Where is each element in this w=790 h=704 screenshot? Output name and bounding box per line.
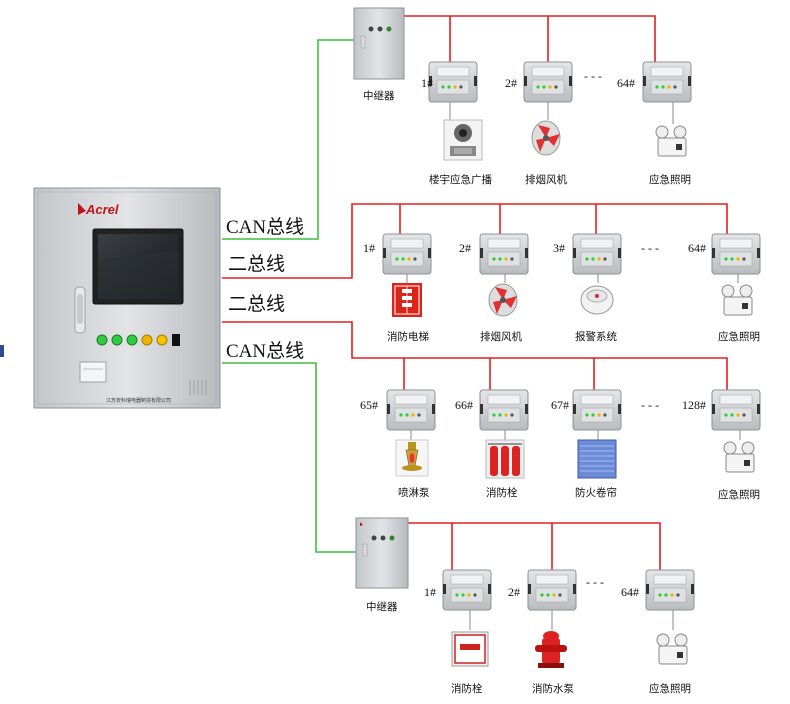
- module-number: 1#: [424, 585, 436, 599]
- device-label: 排烟风机: [525, 173, 567, 186]
- module-number: 64#: [617, 76, 635, 90]
- row-4: 1# 消防栓 2# 消防水泵 - - -: [424, 569, 695, 695]
- io-module: [711, 233, 761, 275]
- repeater-bottom: 中继器: [355, 517, 409, 613]
- emergency-light-icon: [721, 284, 753, 316]
- can-bus-line-top: [222, 39, 356, 240]
- io-module: [711, 389, 761, 431]
- io-module: [442, 569, 492, 611]
- device-label: 消防水泵: [532, 682, 574, 695]
- row-2: 1# 消防电梯 2# 排烟风机 3#: [363, 233, 761, 343]
- repeater-top-label: 中继器: [363, 89, 395, 102]
- two-wire-bus-label-2: 二总线: [228, 293, 285, 315]
- io-module: [479, 233, 529, 275]
- device-label: 防火卷帘: [575, 486, 617, 499]
- fire-extinguishers-icon: [485, 439, 525, 479]
- fire-elevator-icon: [392, 283, 422, 317]
- module-number: 67#: [551, 398, 569, 412]
- broadcast-speaker-icon: [443, 119, 483, 161]
- indicator-light-icon: [96, 334, 108, 346]
- device-label: 排烟风机: [480, 330, 522, 343]
- indicator-light-icon: [141, 334, 153, 346]
- smoke-fan-icon: [531, 120, 561, 156]
- module-number: 2#: [505, 76, 517, 90]
- ellipsis: - - -: [584, 69, 602, 83]
- device-label: 应急照明: [649, 682, 691, 695]
- ellipsis: - - -: [586, 575, 604, 589]
- smoke-detector-icon: [580, 285, 614, 315]
- module-number: 64#: [621, 585, 639, 599]
- fire-hydrant-icon: [535, 631, 567, 668]
- can-bus-label-bottom: CAN总线: [226, 340, 304, 362]
- io-module: [572, 233, 622, 275]
- io-module: [382, 233, 432, 275]
- device-label: 楼宇应急广播: [429, 173, 492, 186]
- indicator-light-icon: [156, 334, 168, 346]
- ellipsis: - - -: [641, 398, 659, 412]
- sprinkler-icon: [395, 439, 429, 477]
- io-module: [572, 389, 622, 431]
- two-wire-bus-line-2: [222, 321, 728, 390]
- device-label: 喷淋泵: [398, 486, 430, 499]
- io-module: [642, 61, 692, 103]
- hydrant-box-icon: [451, 631, 489, 667]
- module-number: 128#: [682, 398, 706, 412]
- repeater-top-bus-line: [404, 15, 656, 62]
- two-wire-bus-line-1: [222, 203, 728, 279]
- io-module: [386, 389, 436, 431]
- smoke-fan-icon: [488, 283, 518, 317]
- device-label: 应急照明: [718, 330, 760, 343]
- repeater-bottom-label: 中继器: [366, 600, 398, 613]
- power-switch-icon: [172, 334, 180, 346]
- acrel-logo: Acrel: [78, 202, 119, 217]
- module-number: 2#: [459, 241, 471, 255]
- cabinet-brand: Acrel: [85, 202, 119, 217]
- device-label: 应急照明: [718, 488, 760, 501]
- two-wire-bus-label-1: 二总线: [228, 253, 285, 275]
- emergency-light-icon: [723, 441, 755, 473]
- emergency-light-icon: [656, 633, 688, 665]
- module-number: 1#: [363, 241, 375, 255]
- module-number: 64#: [688, 241, 706, 255]
- module-number: 66#: [455, 398, 473, 412]
- printer-slot: [79, 361, 107, 383]
- can-bus-line-bottom: [222, 362, 356, 553]
- device-label: 消防栓: [486, 486, 518, 499]
- io-module: [645, 569, 695, 611]
- emergency-light-icon: [655, 125, 687, 157]
- io-module: [428, 61, 478, 103]
- monitor-cabinet: Acrel 江苏安科瑞电器制造有限公司: [33, 187, 221, 409]
- indicator-light-icon: [126, 334, 138, 346]
- bus-lines: [222, 15, 741, 630]
- device-label: 消防栓: [451, 682, 483, 695]
- device-label: 应急照明: [649, 173, 691, 186]
- module-number: 1#: [421, 76, 433, 90]
- ellipsis: - - -: [641, 241, 659, 255]
- row-3: 65# 喷淋泵 66# 消防栓: [360, 389, 761, 501]
- can-bus-label-top: CAN总线: [226, 216, 304, 238]
- io-module: [527, 569, 577, 611]
- edge-marker: [0, 345, 4, 357]
- module-number: 2#: [508, 585, 520, 599]
- row-1: 1# 楼宇应急广播 2# 排烟风机 - - - 6: [421, 61, 692, 186]
- cabinet-maker: 江苏安科瑞电器制造有限公司: [106, 397, 171, 404]
- repeater-top: 中继器: [353, 7, 405, 102]
- repeater-bottom-bus-line: [408, 522, 661, 570]
- module-number: 65#: [360, 398, 378, 412]
- io-module: [523, 61, 573, 103]
- io-module: [479, 389, 529, 431]
- device-label: 消防电梯: [387, 330, 429, 343]
- module-number: 3#: [553, 241, 565, 255]
- fire-shutter-icon: [577, 439, 617, 479]
- device-label: 报警系统: [575, 330, 617, 343]
- vent-slots: [189, 380, 207, 395]
- indicator-light-icon: [111, 334, 123, 346]
- indicator-lights: [96, 334, 180, 346]
